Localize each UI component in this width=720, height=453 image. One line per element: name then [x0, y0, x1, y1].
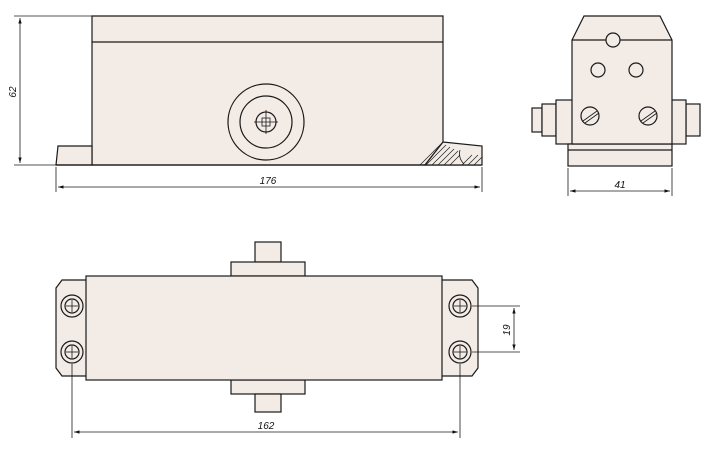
dimension-hole-spacing-label: 19	[502, 324, 513, 336]
screw-left-bottom	[60, 340, 84, 364]
spindle-top	[254, 241, 282, 263]
spindle-bottom	[254, 393, 282, 413]
dimension-length-label: 176	[260, 176, 277, 187]
top-view-body	[85, 275, 443, 381]
screw-left-top	[60, 294, 84, 318]
side-view	[531, 15, 701, 167]
dimension-width: 41	[567, 168, 673, 196]
left-stud-outer	[531, 107, 543, 133]
spindle-bottom-collar	[230, 379, 306, 395]
bracket-notch	[459, 149, 465, 165]
spindle-top-collar	[230, 261, 306, 277]
dimension-width-label: 41	[614, 180, 625, 191]
dimension-height: 62	[8, 15, 92, 166]
left-stud	[541, 103, 557, 137]
screw-right-bottom	[448, 340, 472, 364]
screw-right-top	[448, 294, 472, 318]
dimension-length: 176	[55, 167, 483, 192]
side-base	[567, 143, 673, 167]
spindle-square	[261, 117, 271, 127]
hole-right	[628, 62, 644, 78]
dimension-height-label: 62	[8, 86, 19, 98]
dimension-hole-spacing: 19	[472, 305, 520, 353]
dimension-mount-length-label: 162	[258, 421, 275, 432]
left-bracket	[55, 145, 93, 166]
hole-left	[590, 62, 606, 78]
hole-top	[605, 32, 621, 48]
right-stud	[685, 103, 701, 137]
top-view	[55, 241, 479, 413]
spindle-housing-ring	[239, 95, 293, 149]
front-view	[55, 15, 483, 166]
dimension-mount-length: 162	[71, 364, 461, 438]
